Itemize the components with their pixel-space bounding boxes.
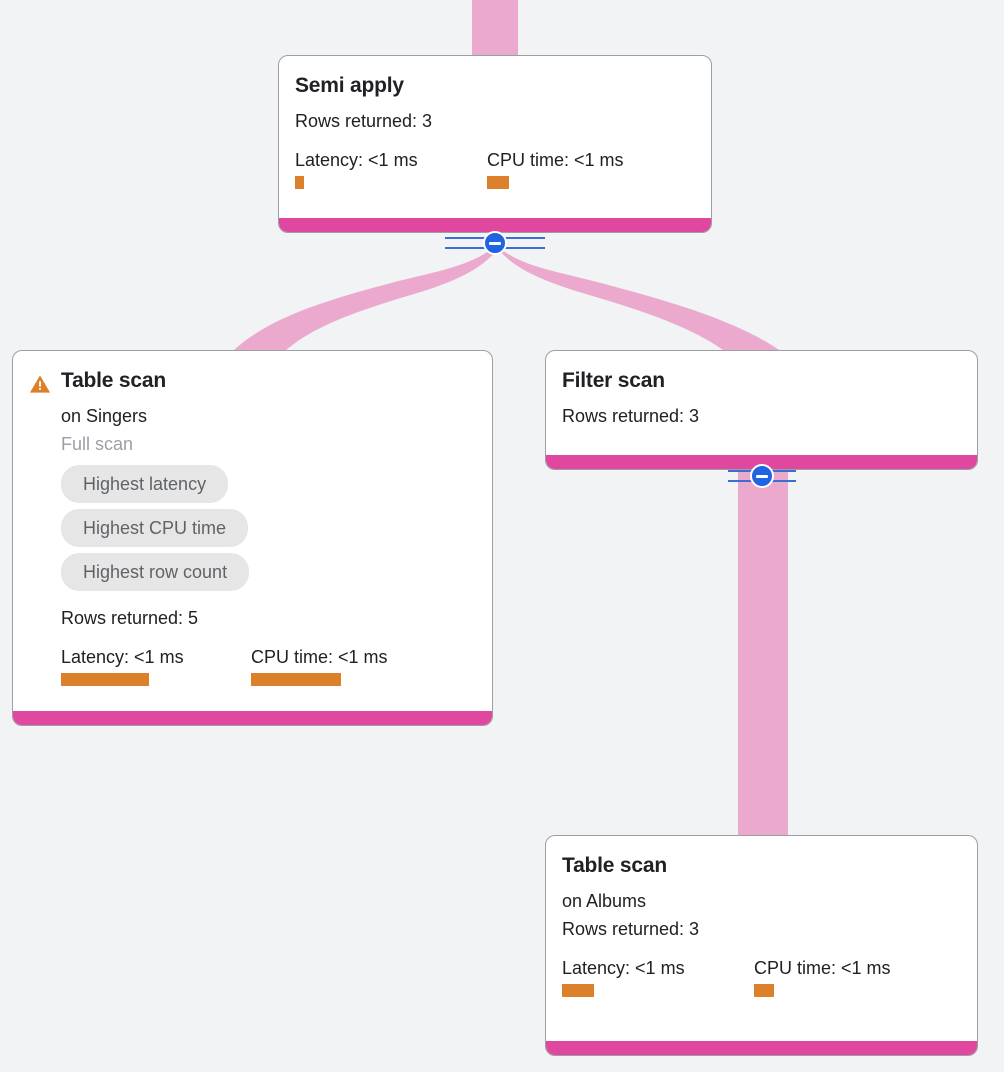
node-filter-scan[interactable]: Filter scan Rows returned: 3 (545, 350, 978, 470)
node-semi-apply[interactable]: Semi apply Rows returned: 3 Latency: <1 … (278, 55, 712, 233)
rows-returned-label: Rows returned: 3 (562, 919, 700, 939)
scan-type-label: Full scan (61, 434, 134, 454)
metric-cpu-time: CPU time: <1 ms (251, 645, 388, 686)
node-filter-scan-header: Filter scan (562, 367, 961, 395)
node-footer-bar (279, 218, 711, 232)
node-filter-scan-body: Filter scan Rows returned: 3 (546, 351, 977, 455)
metrics-row: Latency: <1 ms CPU time: <1 ms (562, 956, 961, 997)
badge-highest-latency: Highest latency (61, 465, 229, 503)
metrics-row: Latency: <1 ms CPU time: <1 ms (61, 645, 476, 686)
badge-highest-cpu-time: Highest CPU time (61, 509, 249, 547)
warning-triangle-icon (29, 373, 51, 395)
minus-circle-icon (483, 231, 507, 255)
node-footer-bar (546, 1041, 977, 1055)
node-semi-apply-header: Semi apply (295, 72, 695, 100)
edge-root-to-semi-apply (472, 0, 518, 58)
minus-circle-icon (750, 464, 774, 488)
metric-latency-label: Latency: <1 ms (61, 647, 184, 667)
metric-cpu-time-bar (487, 176, 509, 189)
node-subtitle: on Singers (61, 406, 148, 426)
metric-cpu-time-label: CPU time: <1 ms (754, 958, 891, 978)
metric-latency: Latency: <1 ms (61, 645, 251, 686)
rows-returned-label: Rows returned: 5 (61, 608, 199, 628)
metric-cpu-time-bar (754, 984, 774, 997)
metric-latency-bar (61, 673, 149, 686)
badge-highest-row-count: Highest row count (61, 553, 250, 591)
node-subtitle: on Albums (562, 891, 647, 911)
node-table-scan-singers[interactable]: Table scan on Singers Full scan Highest … (12, 350, 493, 726)
node-details: on Singers Full scan Highest latency Hig… (29, 403, 476, 686)
metric-latency-bar (295, 176, 304, 189)
edge-semi-apply-to-filter-scan (497, 246, 782, 352)
metric-latency-label: Latency: <1 ms (295, 150, 418, 170)
rows-returned-label: Rows returned: 3 (562, 406, 700, 426)
metric-cpu-time-label: CPU time: <1 ms (487, 150, 624, 170)
badge-list: Highest latency Highest CPU time Highest… (61, 465, 476, 597)
node-title: Table scan (562, 854, 667, 877)
node-table-scan-albums-body: Table scan on Albums Rows returned: 3 La… (546, 836, 977, 1041)
node-footer-bar (13, 711, 492, 725)
node-title: Semi apply (295, 74, 404, 97)
node-table-scan-albums-header: Table scan (562, 852, 961, 880)
collapse-toggle-filter-scan[interactable] (728, 463, 796, 489)
metric-latency: Latency: <1 ms (295, 148, 487, 189)
metrics-row: Latency: <1 ms CPU time: <1 ms (295, 148, 695, 189)
rows-returned-label: Rows returned: 3 (295, 111, 433, 131)
metric-cpu-time-label: CPU time: <1 ms (251, 647, 388, 667)
metric-cpu-time: CPU time: <1 ms (754, 956, 891, 997)
node-table-scan-albums[interactable]: Table scan on Albums Rows returned: 3 La… (545, 835, 978, 1056)
collapse-toggle-semi-apply[interactable] (445, 230, 545, 256)
metric-latency: Latency: <1 ms (562, 956, 754, 997)
node-title: Table scan (61, 369, 166, 392)
node-footer-bar (546, 455, 977, 469)
node-table-scan-singers-header: Table scan (29, 367, 476, 395)
edge-semi-apply-to-table-scan-singers (232, 246, 497, 352)
metric-cpu-time-bar (251, 673, 341, 686)
edge-filter-scan-to-table-scan-albums (738, 467, 788, 840)
metric-latency-bar (562, 984, 594, 997)
node-semi-apply-body: Semi apply Rows returned: 3 Latency: <1 … (279, 56, 711, 218)
node-table-scan-singers-body: Table scan on Singers Full scan Highest … (13, 351, 492, 711)
metric-cpu-time: CPU time: <1 ms (487, 148, 624, 189)
metric-latency-label: Latency: <1 ms (562, 958, 685, 978)
node-title: Filter scan (562, 369, 665, 392)
